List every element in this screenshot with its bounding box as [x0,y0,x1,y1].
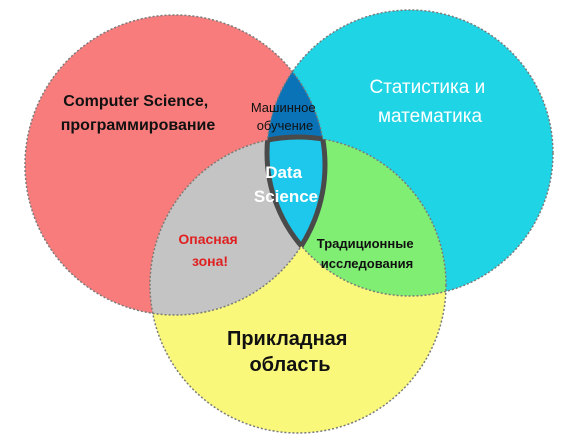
label-danger: Опасная зона! [178,231,241,269]
label-cs: Computer Science, программирование [61,93,216,134]
label-traditional: Традиционные исследования [317,236,417,271]
ds-border-bottom [267,134,325,296]
label-domain: Прикладная область [227,328,353,376]
ds-border-right [267,137,328,296]
label-ds: Data Science [254,163,318,206]
label-stats: Статистика и математика [370,77,491,127]
ds-border-left [264,137,325,299]
label-ml: Машинное обучение [251,100,319,133]
